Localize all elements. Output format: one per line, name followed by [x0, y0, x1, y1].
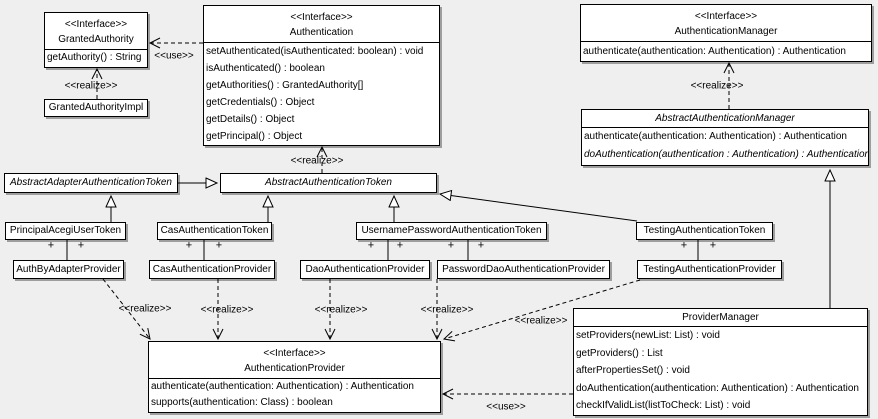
- class-name: CasAuthenticationToken: [160, 225, 269, 236]
- method-label: getProviders() : List: [576, 347, 663, 359]
- plus-label: +: [477, 239, 485, 252]
- method-label: checkIfValidList(listToCheck: List) : vo…: [576, 400, 751, 412]
- class-name: PasswordDaoAuthenticationProvider: [442, 263, 605, 275]
- method-label: setProviders(newList: List) : void: [576, 330, 720, 341]
- plus-label: +: [367, 239, 375, 252]
- stereotype-label: <<Interface>>: [263, 348, 326, 359]
- stereotype-label: <<Interface>>: [290, 12, 353, 23]
- class-name: AbstractAdapterAuthenticationToken: [10, 177, 172, 188]
- realize-label: <<realize>>: [314, 304, 368, 316]
- class-name: GrantedAuthority: [58, 34, 134, 45]
- class-name: AbstractAuthenticationToken: [265, 177, 392, 188]
- plus-label: +: [709, 239, 717, 252]
- method-label: authenticate(authentication: Authenticat…: [584, 131, 847, 142]
- realize-label: <<realize>>: [118, 303, 172, 315]
- interface-authentication[interactable]: <<Interface>> Authentication setAuthenti…: [203, 5, 440, 146]
- class-name: PrincipalAcegiUserToken: [9, 225, 122, 236]
- class-abstract-adapter-authentication-token[interactable]: AbstractAdapterAuthenticationToken: [4, 173, 178, 193]
- class-name: AuthenticationManager: [674, 26, 778, 37]
- class-name: AuthenticationProvider: [244, 363, 345, 374]
- class-name: DaoAuthenticationProvider: [305, 263, 425, 275]
- method-label: doAuthentication(authentication: Authent…: [576, 382, 859, 394]
- class-auth-by-adapter-provider[interactable]: AuthByAdapterProvider: [13, 260, 124, 279]
- interface-authentication-manager[interactable]: <<Interface>> AuthenticationManager auth…: [580, 4, 872, 62]
- realize-label: <<realize>>: [690, 80, 744, 92]
- plus-label: +: [680, 239, 688, 252]
- class-abstract-authentication-manager[interactable]: AbstractAuthenticationManager authentica…: [581, 109, 869, 166]
- plus-label: +: [396, 239, 404, 252]
- plus-label: +: [185, 239, 193, 252]
- class-granted-authority-impl[interactable]: GrantedAuthorityImpl: [44, 99, 148, 117]
- class-name: CasAuthenticationProvider: [152, 263, 272, 275]
- class-name: TestingAuthenticationProvider: [643, 263, 776, 275]
- interface-granted-authority[interactable]: <<Interface>> GrantedAuthority getAuthor…: [44, 12, 148, 68]
- method-label: getPrincipal() : Object: [206, 131, 303, 142]
- method-label: getDetails() : Object: [206, 114, 295, 125]
- class-name: UsernamePasswordAuthenticationToken: [361, 225, 542, 236]
- interface-authentication-provider[interactable]: <<Interface>> AuthenticationProvider aut…: [148, 341, 441, 413]
- method-label: afterPropertiesSet() : void: [576, 365, 690, 377]
- method-label: setAuthenticated(isAuthenticated: boolea…: [206, 46, 424, 57]
- plus-label: +: [47, 239, 55, 252]
- method-label: authenticate(authentication: Authenticat…: [583, 46, 846, 57]
- method-label: getCredentials() : Object: [206, 97, 315, 108]
- use-label: <<use>>: [154, 50, 194, 62]
- realize-label: <<realize>>: [514, 315, 568, 327]
- class-cas-authentication-provider[interactable]: CasAuthenticationProvider: [149, 260, 275, 279]
- stereotype-label: <<Interface>>: [694, 11, 758, 22]
- class-name: Authentication: [289, 27, 354, 38]
- class-testing-authentication-token[interactable]: TestingAuthenticationToken: [636, 222, 773, 240]
- method-label: isAuthenticated() : boolean: [206, 63, 325, 74]
- class-name: TestingAuthenticationToken: [643, 225, 766, 236]
- method-label: authenticate(authentication: Authenticat…: [151, 381, 414, 392]
- plus-label: +: [215, 239, 223, 252]
- class-username-password-authentication-token[interactable]: UsernamePasswordAuthenticationToken: [356, 222, 547, 240]
- class-principal-acegi-user-token[interactable]: PrincipalAcegiUserToken: [5, 222, 126, 240]
- class-name: AbstractAuthenticationManager: [582, 110, 868, 128]
- method-label: doAuthentication(authentication : Authen…: [584, 149, 868, 160]
- plus-label: +: [77, 239, 85, 252]
- method-label: getAuthorities() : GrantedAuthority[]: [206, 80, 364, 91]
- stereotype-label: <<Interface>>: [64, 19, 128, 30]
- realize-label: <<realize>>: [200, 304, 254, 316]
- realize-label: <<realize>>: [64, 80, 118, 92]
- use-label: <<use>>: [486, 401, 526, 413]
- realize-label: <<realize>>: [420, 304, 474, 316]
- method-label: getAuthority() : String: [47, 52, 142, 63]
- class-name: AuthByAdapterProvider: [16, 263, 121, 275]
- edge-generalization-testing-token-to-abstract-token: [440, 194, 638, 222]
- class-abstract-authentication-token[interactable]: AbstractAuthenticationToken: [220, 173, 437, 193]
- method-label: supports(authentication: Class) : boolea…: [151, 397, 333, 408]
- class-name: ProviderManager: [574, 309, 867, 327]
- class-provider-manager[interactable]: ProviderManager setProviders(newList: Li…: [573, 308, 868, 416]
- class-dao-authentication-provider[interactable]: DaoAuthenticationProvider: [300, 260, 430, 279]
- class-password-dao-authentication-provider[interactable]: PasswordDaoAuthenticationProvider: [437, 260, 610, 279]
- class-testing-authentication-provider[interactable]: TestingAuthenticationProvider: [637, 260, 782, 279]
- plus-label: +: [447, 239, 455, 252]
- class-name: GrantedAuthorityImpl: [48, 102, 144, 113]
- class-cas-authentication-token[interactable]: CasAuthenticationToken: [157, 222, 272, 240]
- realize-label: <<realize>>: [290, 155, 344, 167]
